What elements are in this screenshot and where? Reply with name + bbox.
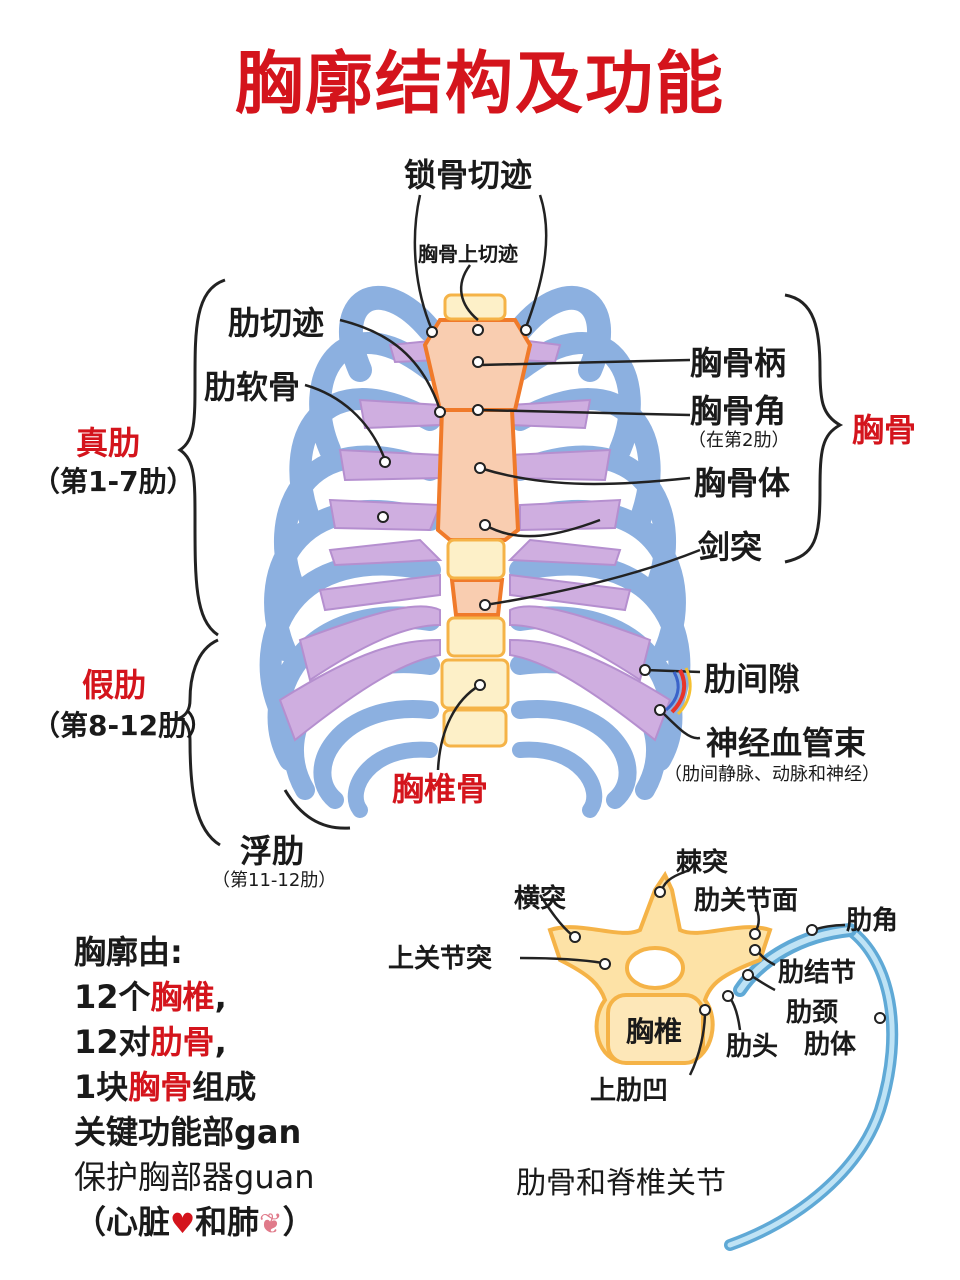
rib-body-label: 肋体 <box>804 1030 857 1060</box>
page-title: 胸廓结构及功能 <box>234 45 725 124</box>
sternal-angle-note: （在第2肋） <box>688 430 790 451</box>
clavicular-notch-label: 锁骨切迹 <box>404 156 533 194</box>
summary-block: 胸廓由: 12个胸椎, 12对肋骨, 1块胸骨组成 关键功能部gan 保护胸部器… <box>74 930 315 1246</box>
rib-angle-label: 肋角 <box>846 906 899 936</box>
leader-dots <box>377 324 666 716</box>
true-ribs-label: 真肋 <box>76 424 141 462</box>
neurovascular-bundle-label: 神经血管束 <box>706 724 867 762</box>
superior-articular-process-label: 上关节突 <box>388 944 493 974</box>
summary-intro: 胸廓由: <box>74 933 183 971</box>
manubrium-label: 胸骨柄 <box>690 344 787 382</box>
costal-cartilage-label: 肋软骨 <box>204 368 301 406</box>
leader-lines <box>304 194 701 771</box>
joint-diagram-caption: 肋骨和脊椎关节 <box>516 1166 726 1201</box>
jugular-notch-label: 胸骨上切迹 <box>418 242 518 266</box>
rib-brackets <box>177 278 844 847</box>
organs-line: （心脏♥和肺❦） <box>74 1203 315 1241</box>
superior-costal-fovea-label: 上肋凹 <box>590 1076 669 1106</box>
heart-icon: ♥ <box>170 1207 196 1240</box>
function-text: 保护胸部器guan <box>74 1158 315 1196</box>
summary-line-2: 12对肋骨, <box>74 1023 227 1061</box>
joint-diagram <box>519 868 899 1251</box>
sternal-angle-label: 胸骨角 <box>690 392 787 430</box>
transverse-process-label: 横突 <box>514 884 567 914</box>
sternum-group-label: 胸骨 <box>852 411 917 449</box>
false-ribs-note: （第8-12肋） <box>32 709 215 742</box>
summary-line-1: 12个胸椎, <box>74 978 227 1016</box>
rib-tubercle-label: 肋结节 <box>778 958 857 988</box>
intercostal-space-label: 肋间隙 <box>704 660 801 698</box>
lungs-icon: ❦ <box>259 1207 283 1240</box>
function-title: 关键功能部gan <box>74 1113 302 1151</box>
false-ribs-label: 假肋 <box>82 666 147 704</box>
rib-head-label: 肋头 <box>726 1032 779 1062</box>
sternum-body-label: 胸骨体 <box>694 464 791 502</box>
thoracic-vertebra-label: 胸椎骨 <box>392 770 489 808</box>
xiphoid-shape <box>449 578 505 617</box>
spinous-process-label: 棘突 <box>676 848 729 878</box>
costal-notch-label: 肋切迹 <box>228 304 325 342</box>
rib-neck-label: 肋颈 <box>786 998 839 1028</box>
xiphoid-label: 剑突 <box>698 528 763 566</box>
neurovascular-note: （肋间静脉、动脉和神经） <box>664 764 880 785</box>
true-ribs-note: （第1-7肋） <box>32 465 195 498</box>
costal-facet-label: 肋关节面 <box>694 886 799 916</box>
floating-ribs-note: （第11-12肋） <box>212 870 337 891</box>
floating-ribs-label: 浮肋 <box>240 832 305 870</box>
summary-line-3: 1块胸骨组成 <box>74 1068 257 1106</box>
vertebra-label: 胸椎 <box>626 1015 683 1048</box>
